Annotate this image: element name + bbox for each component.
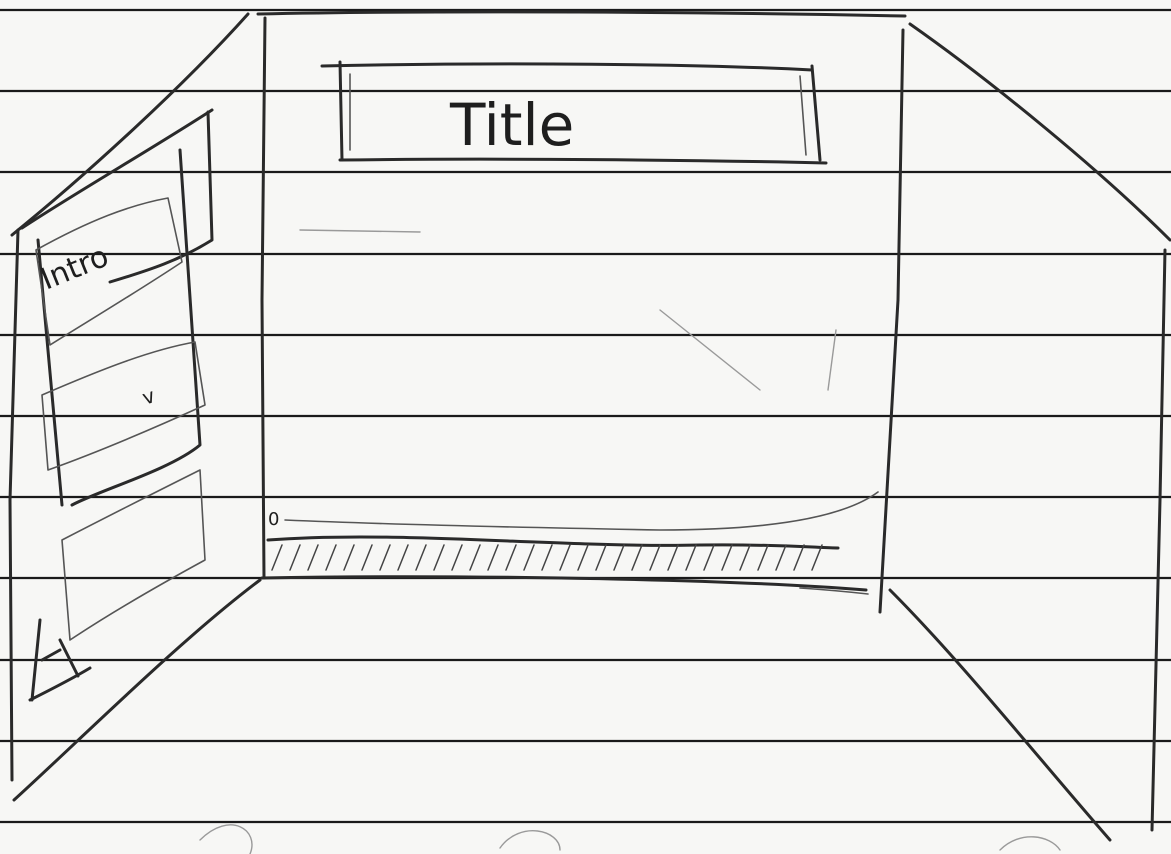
room-frame [10,12,1170,840]
left-outer-edge [10,230,18,780]
faint-marks [200,230,1060,854]
right-top-perspective [910,24,1170,240]
menu-item-intro[interactable]: Intro [36,198,182,345]
faint-stroke-3 [300,230,420,232]
menu-item-v-box [42,342,205,470]
faint-stroke-1 [660,310,760,390]
title-box-bottom [340,159,826,163]
title-box: Title [322,62,826,163]
progress-value: 0 [268,509,279,530]
title-box-shading [350,74,806,155]
menu-item-empty[interactable] [62,470,205,640]
right-outer-edge [1152,250,1165,830]
faint-stroke-2 [828,330,836,390]
title-box-left [340,62,342,160]
back-wall-right-edge [880,30,903,612]
back-wall-top-edge [258,12,905,16]
menu-item-intro-label: Intro [36,239,114,298]
faint-stroke-5 [500,831,560,850]
right-bottom-perspective [890,590,1110,840]
faint-stroke-6 [1000,837,1060,850]
title-box-top [322,64,812,70]
side-panel-card [72,150,200,505]
title-text: Title [449,91,574,159]
side-panel: Intro v [22,110,212,700]
menu-item-v[interactable]: v [42,342,205,470]
back-wall-left-edge [262,18,265,578]
faint-stroke-4 [200,825,252,854]
menu-item-empty-box [62,470,205,640]
left-top-perspective [12,14,248,235]
title-box-right [812,66,820,160]
progress-hatch [272,545,822,570]
menu-item-v-label: v [139,383,158,410]
